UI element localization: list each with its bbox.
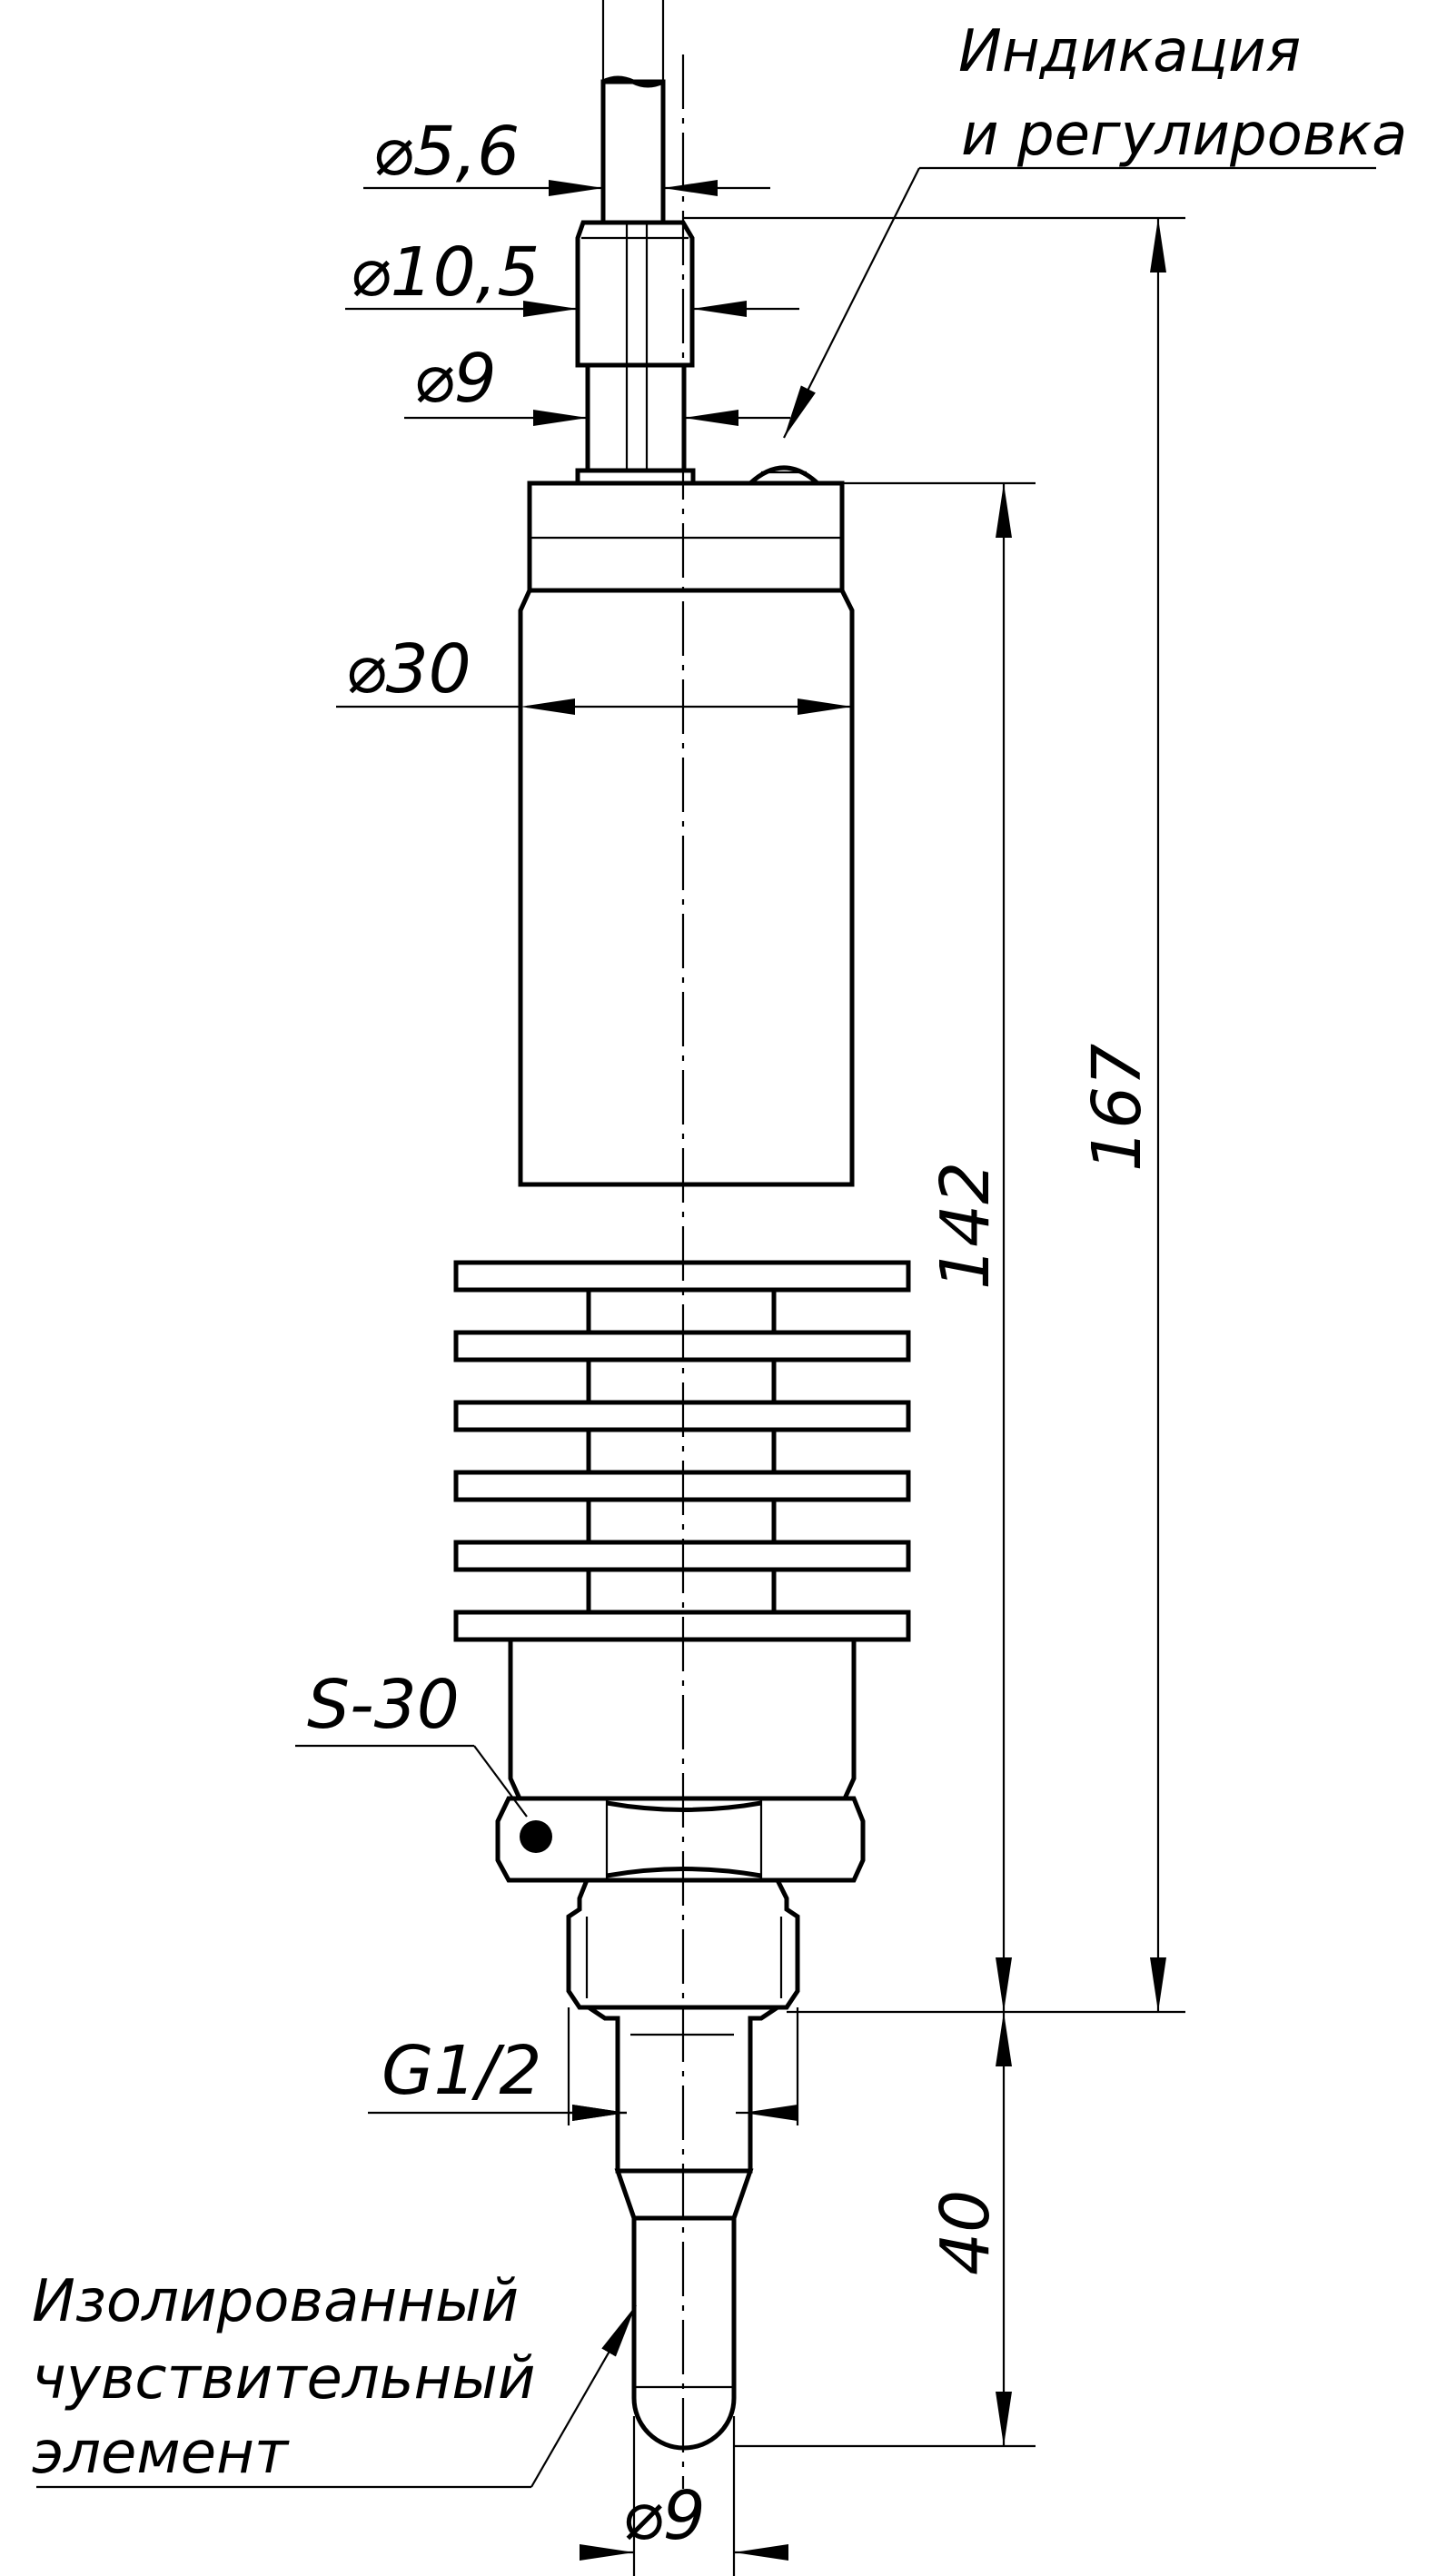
neck xyxy=(585,362,687,473)
dim-probe-diameter: ⌀9 xyxy=(622,2477,706,2555)
note-sensor-line2: чувствительный xyxy=(32,2345,535,2413)
dim-cable-diameter: ⌀5,6 xyxy=(372,113,520,191)
dimension-lines xyxy=(36,166,1376,2576)
dim-neck-diameter: ⌀9 xyxy=(413,340,497,418)
dim-thread: G1/2 xyxy=(382,2032,541,2110)
dim-body-length: 142 xyxy=(927,1162,1005,1290)
sensor-body xyxy=(453,0,911,2451)
note-indication-line1: Индикация xyxy=(958,18,1301,85)
dim-nut-diameter: ⌀10,5 xyxy=(350,233,540,312)
notes: Индикация и регулировка Изолированный чу… xyxy=(32,18,1407,2487)
hex-nut xyxy=(495,1796,866,1883)
dim-hex: S-30 xyxy=(307,1666,460,1744)
cable-nut xyxy=(575,220,695,368)
note-sensor-line3: элемент xyxy=(32,2420,290,2487)
note-sensor-line1: Изолированный xyxy=(32,2268,519,2335)
dim-body-diameter: ⌀30 xyxy=(345,630,471,708)
indication-knob xyxy=(744,465,824,486)
dim-probe-length: 40 xyxy=(927,2190,1005,2275)
housing xyxy=(518,588,855,1187)
dimension-labels: ⌀5,6 ⌀10,5 ⌀9 ⌀30 G1/2 S-30 ⌀9 167 142 4… xyxy=(307,113,1156,2555)
dim-total-length: 167 xyxy=(1078,1044,1156,1172)
cable xyxy=(600,79,666,225)
note-indication-line2: и регулировка xyxy=(961,102,1407,169)
hex-leader-dot xyxy=(520,1820,552,1853)
